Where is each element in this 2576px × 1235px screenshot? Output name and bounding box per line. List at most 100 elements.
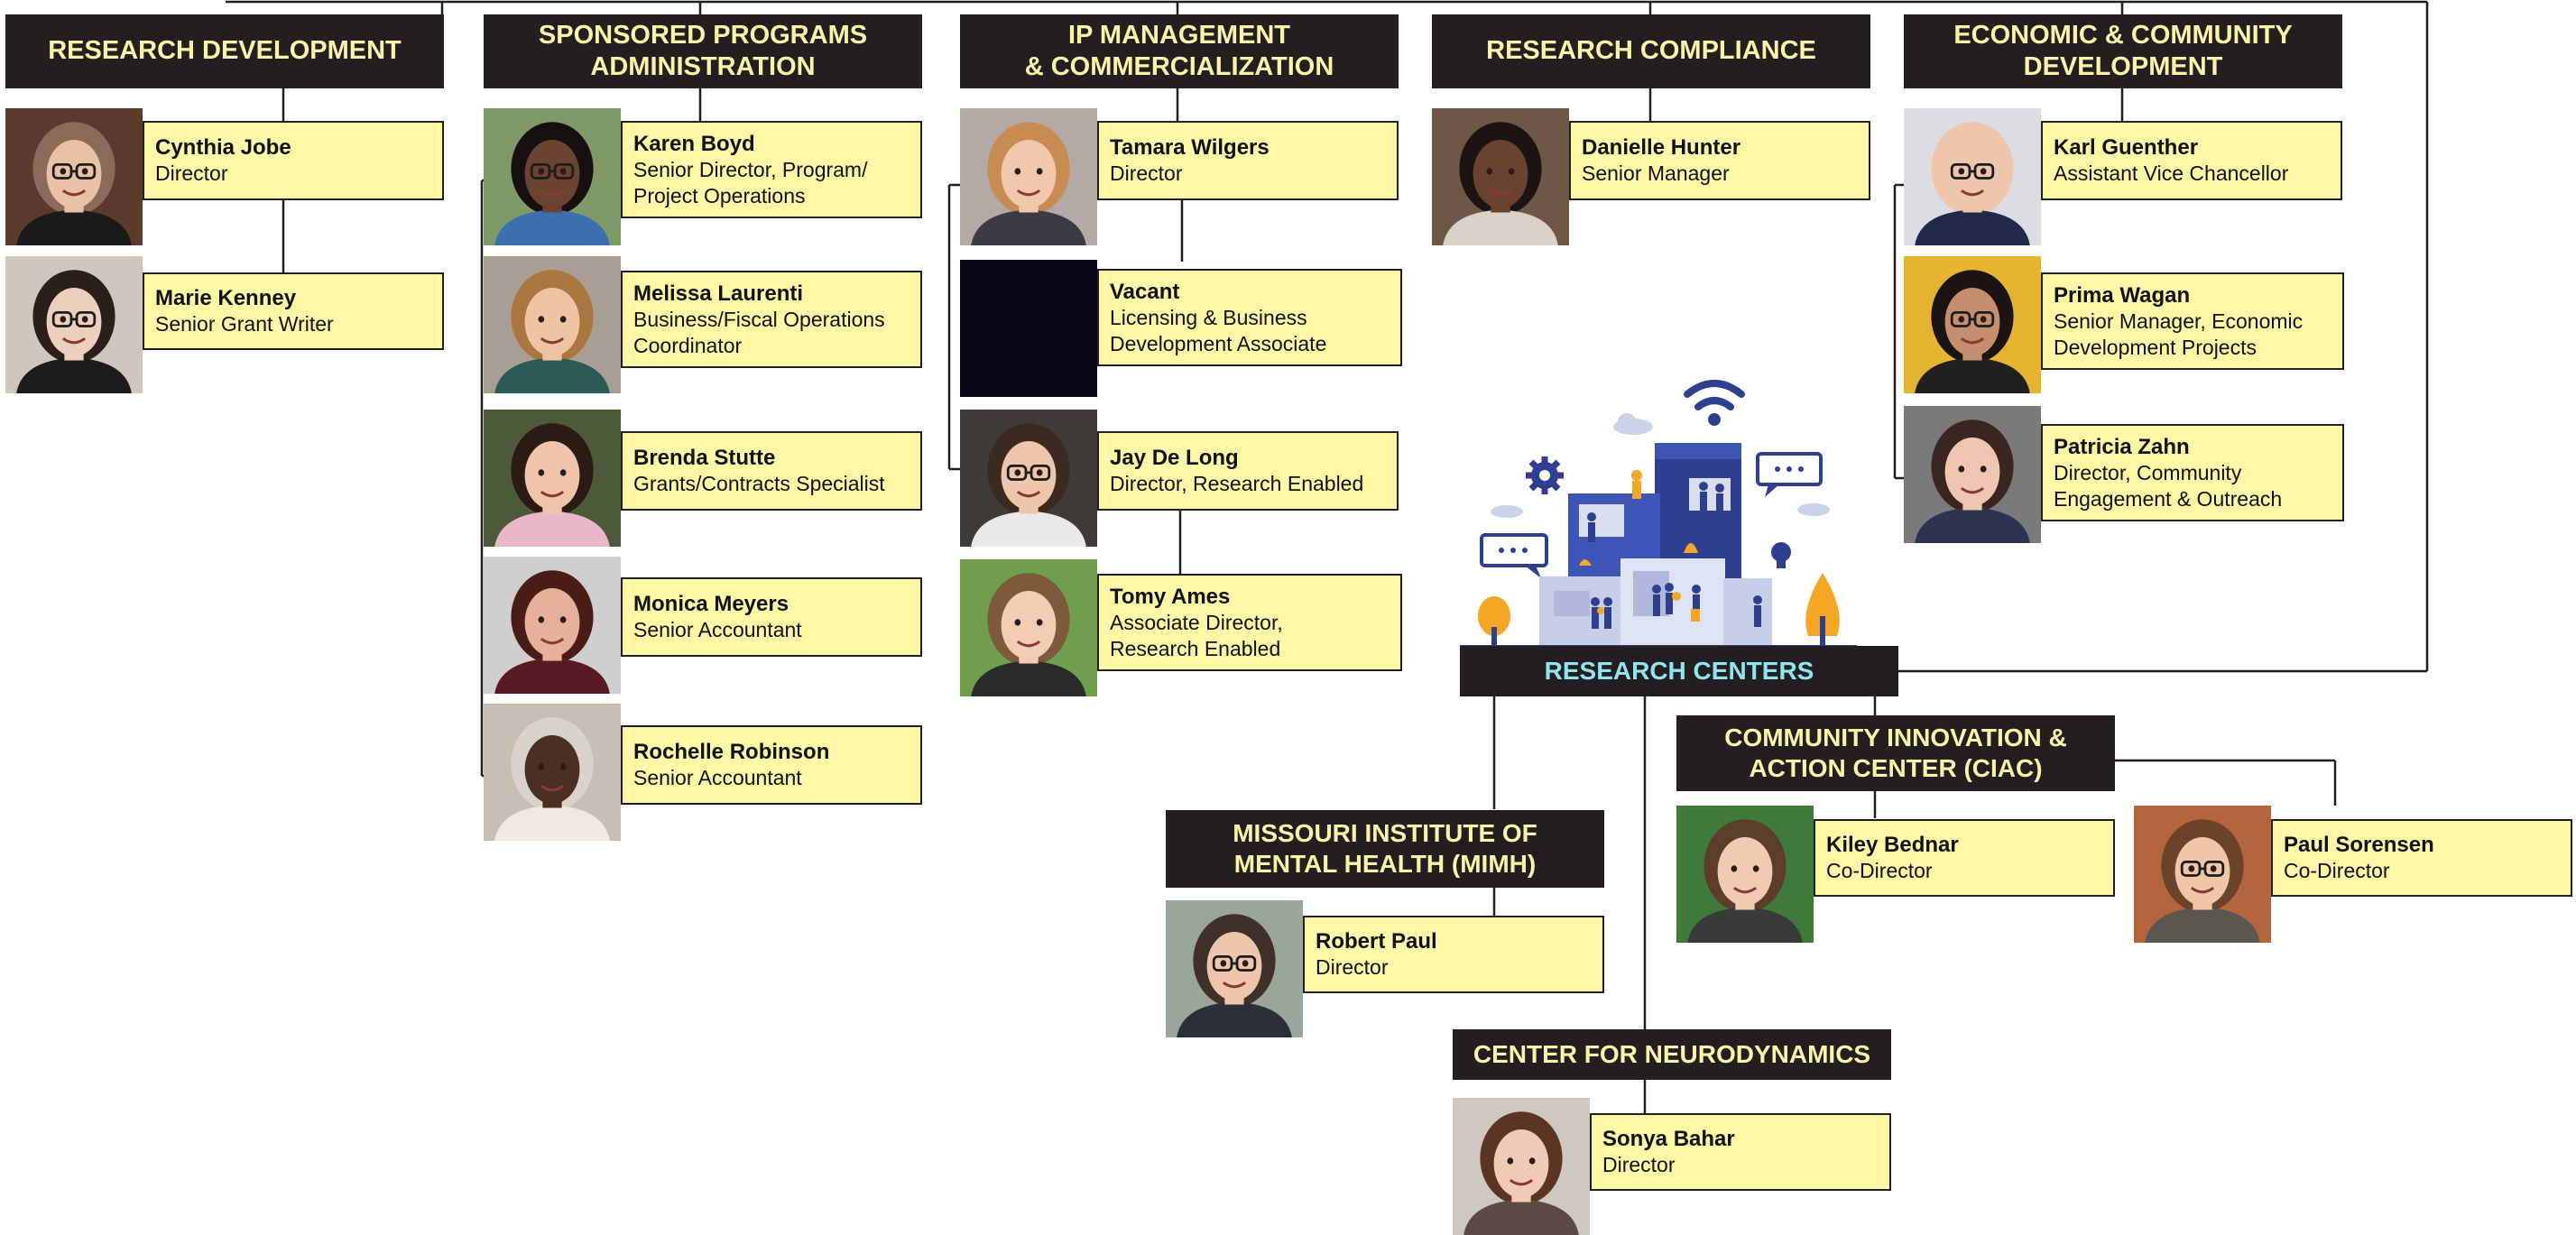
portrait-image: [484, 410, 621, 547]
dept-header-ip-management: IP MANAGEMENT & COMMERCIALIZATION: [960, 14, 1399, 88]
member-name: Karen Boyd: [633, 131, 755, 156]
research-centers-header: RESEARCH CENTERS: [1460, 646, 1898, 696]
dept-header-sponsored-programs: SPONSORED PROGRAMS ADMINISTRATION: [484, 14, 922, 88]
center-header-mimh: MISSOURI INSTITUTE OF MENTAL HEALTH (MIM…: [1166, 810, 1604, 888]
member-title: Director: [155, 161, 228, 186]
member-name: Kiley Bednar: [1826, 832, 1959, 857]
portrait-image: [5, 256, 143, 393]
research-centers-illustration: [1460, 380, 1857, 650]
chat-bubble-icon: [1756, 452, 1823, 497]
member-card-monica-meyers: Monica Meyers Senior Accountant: [621, 577, 922, 657]
member-card-karl-guenther: Karl Guenther Assistant Vice Chancellor: [2041, 121, 2342, 200]
member-title: Grants/Contracts Specialist: [633, 472, 885, 496]
member-photo-rochelle-robinson: [484, 704, 621, 841]
member-title: Senior Director, Program/ Project Operat…: [633, 157, 868, 207]
member-card-vacant: Vacant Licensing & Business Development …: [1097, 269, 1402, 366]
member-title: Senior Accountant: [633, 766, 802, 790]
member-name: Sonya Bahar: [1602, 1126, 1735, 1151]
member-name: Karl Guenther: [2054, 134, 2199, 160]
lightbulb-icon: [1771, 542, 1791, 568]
member-title: Senior Manager: [1582, 161, 1730, 186]
member-name: Prima Wagan: [2054, 282, 2191, 308]
research-centers-title: RESEARCH CENTERS: [1544, 656, 1814, 685]
portrait-image: [1432, 108, 1569, 245]
wifi-icon: [1684, 380, 1745, 410]
member-name: Patricia Zahn: [2054, 434, 2190, 459]
member-photo-patricia-zahn: [1904, 406, 2041, 543]
member-photo-jay-de-long: [960, 410, 1097, 547]
member-photo-paul-sorensen: [2134, 806, 2271, 943]
dept-header-economic-community: ECONOMIC & COMMUNITY DEVELOPMENT: [1904, 14, 2342, 88]
member-photo-melissa-laurenti: [484, 256, 621, 393]
member-title: Associate Director, Research Enabled: [1110, 610, 1283, 660]
tree-icon: [1478, 596, 1510, 650]
member-card-robert-paul: Robert Paul Director: [1303, 916, 1604, 993]
member-name: Brenda Stutte: [633, 445, 776, 470]
member-photo-robert-paul: [1166, 900, 1303, 1037]
dept-title: RESEARCH COMPLIANCE: [1486, 36, 1816, 66]
member-card-paul-sorensen: Paul Sorensen Co-Director: [2271, 819, 2572, 897]
member-card-karen-boyd: Karen Boyd Senior Director, Program/ Pro…: [621, 121, 922, 218]
member-name: Tomy Ames: [1110, 584, 1231, 609]
member-name: Marie Kenney: [155, 285, 297, 310]
member-name: Rochelle Robinson: [633, 739, 830, 764]
member-card-sonya-bahar: Sonya Bahar Director: [1590, 1113, 1891, 1191]
member-photo-tamara-wilgers: [960, 108, 1097, 245]
member-title: Senior Manager, Economic Development Pro…: [2054, 309, 2304, 359]
member-card-kiley-bednar: Kiley Bednar Co-Director: [1814, 819, 2115, 897]
member-card-marie-kenney: Marie Kenney Senior Grant Writer: [143, 272, 444, 350]
member-name: Paul Sorensen: [2284, 832, 2434, 857]
member-name: Melissa Laurenti: [633, 281, 804, 306]
member-photo-tomy-ames: [960, 559, 1097, 696]
chat-bubble-icon: [1480, 533, 1548, 578]
center-title: CENTER FOR NEURODYNAMICS: [1473, 1039, 1871, 1068]
member-photo-cynthia-jobe: [5, 108, 143, 245]
portrait-image: [1166, 900, 1303, 1037]
portrait-image: [484, 108, 621, 245]
dept-title: ECONOMIC & COMMUNITY DEVELOPMENT: [1953, 20, 2293, 81]
member-photo-monica-meyers: [484, 557, 621, 694]
member-card-brenda-stutte: Brenda Stutte Grants/Contracts Specialis…: [621, 431, 922, 511]
member-title: Director, Research Enabled: [1110, 472, 1364, 496]
member-title: Senior Accountant: [633, 618, 802, 642]
dept-title: RESEARCH DEVELOPMENT: [48, 36, 402, 66]
member-card-patricia-zahn: Patricia Zahn Director, Community Engage…: [2041, 424, 2344, 521]
member-photo-sonya-bahar: [1453, 1098, 1590, 1235]
member-photo-prima-wagan: [1904, 256, 2041, 393]
member-title: Licensing & Business Development Associa…: [1110, 305, 1327, 355]
member-card-cynthia-jobe: Cynthia Jobe Director: [143, 121, 444, 200]
member-photo-karl-guenther: [1904, 108, 2041, 245]
member-name: Vacant: [1110, 279, 1180, 304]
member-title: Director, Community Engagement & Outreac…: [2054, 460, 2283, 511]
member-photo-marie-kenney: [5, 256, 143, 393]
member-title: Director: [1316, 955, 1389, 980]
portrait-image: [5, 108, 143, 245]
portrait-image: [484, 557, 621, 694]
member-photo-danielle-hunter: [1432, 108, 1569, 245]
member-photo-kiley-bednar: [1676, 806, 1814, 943]
portrait-image: [960, 108, 1097, 245]
portrait-image: [960, 559, 1097, 696]
member-card-rochelle-robinson: Rochelle Robinson Senior Accountant: [621, 725, 922, 805]
portrait-image: [1676, 806, 1814, 943]
member-card-tamara-wilgers: Tamara Wilgers Director: [1097, 121, 1399, 200]
portrait-image: [2134, 806, 2271, 943]
dept-title: SPONSORED PROGRAMS ADMINISTRATION: [538, 20, 868, 81]
portrait-image: [484, 256, 621, 393]
member-photo-brenda-stutte: [484, 410, 621, 547]
member-title: Co-Director: [2284, 859, 2390, 883]
member-title: Co-Director: [1826, 859, 1933, 883]
member-name: Cynthia Jobe: [155, 134, 291, 160]
portrait-image: [1904, 108, 2041, 245]
portrait-image: [1904, 256, 2041, 393]
gear-icon: [1526, 456, 1564, 494]
portrait-image: [960, 410, 1097, 547]
member-name: Tamara Wilgers: [1110, 134, 1270, 160]
member-title: Assistant Vice Chancellor: [2054, 161, 2289, 186]
center-header-neurodynamics: CENTER FOR NEURODYNAMICS: [1453, 1029, 1891, 1080]
member-card-prima-wagan: Prima Wagan Senior Manager, Economic Dev…: [2041, 272, 2344, 370]
center-header-ciac: COMMUNITY INNOVATION & ACTION CENTER (CI…: [1676, 715, 2115, 791]
dept-header-research-development: RESEARCH DEVELOPMENT: [5, 14, 444, 88]
member-name: Monica Meyers: [633, 591, 789, 616]
member-card-tomy-ames: Tomy Ames Associate Director, Research E…: [1097, 574, 1402, 671]
